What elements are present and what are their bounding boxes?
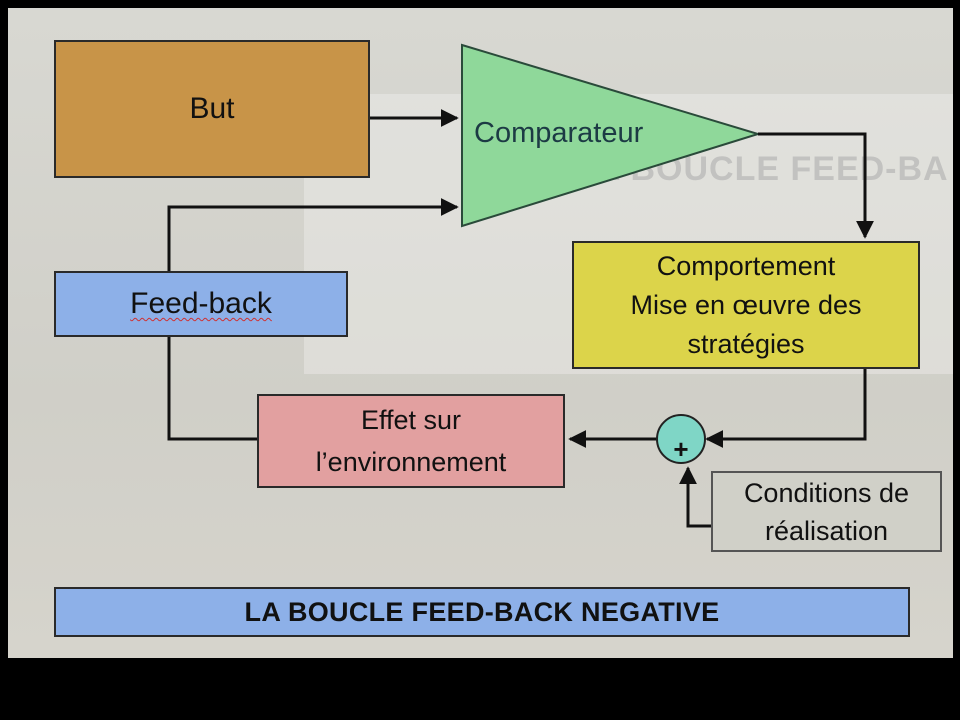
box-comportement: Comportement Mise en œuvre des stratégie… bbox=[572, 241, 920, 369]
arrow-comparator-to-behaviour bbox=[758, 132, 874, 239]
box-but: But bbox=[54, 40, 370, 178]
box-but-label: But bbox=[189, 92, 235, 125]
box-conditions: Conditions de réalisation bbox=[711, 471, 942, 552]
comportement-line-3: stratégies bbox=[687, 328, 805, 359]
diagram-connectors bbox=[167, 43, 874, 528]
comparator-label: Comparateur bbox=[474, 117, 644, 149]
sum-junction-circle bbox=[656, 414, 706, 464]
comportement-line-2: Mise en œuvre des bbox=[630, 289, 862, 320]
effet-line-1: Effet sur bbox=[360, 405, 462, 435]
arrow-behaviour-to-sum bbox=[705, 369, 867, 448]
box-effet: Effet sur l’environnement bbox=[257, 394, 565, 488]
title-banner: LA BOUCLE FEED-BACK NEGATIVE bbox=[54, 587, 910, 637]
feedback-label: Feed-back bbox=[130, 287, 272, 321]
feedback-label-text: Feed-back bbox=[130, 287, 272, 320]
conditions-line-1: Conditions de bbox=[743, 477, 910, 508]
sum-plus-sign: + bbox=[673, 433, 689, 464]
box-feedback: Feed-back bbox=[54, 271, 348, 337]
title-banner-text: LA BOUCLE FEED-BACK NEGATIVE bbox=[244, 596, 720, 627]
comportement-line-1: Comportement bbox=[656, 250, 836, 281]
effet-line-2: l’environnement bbox=[315, 447, 507, 477]
arrow-conditions-to-sum bbox=[679, 466, 711, 528]
line-effect-to-feedback bbox=[167, 337, 257, 441]
comparator-triangle bbox=[461, 43, 762, 228]
slide: LA BOUCLE FEED-BA But Comparateur Compor… bbox=[8, 8, 953, 658]
conditions-line-2: réalisation bbox=[764, 515, 889, 546]
arrow-feedback-to-comparator bbox=[167, 198, 459, 271]
